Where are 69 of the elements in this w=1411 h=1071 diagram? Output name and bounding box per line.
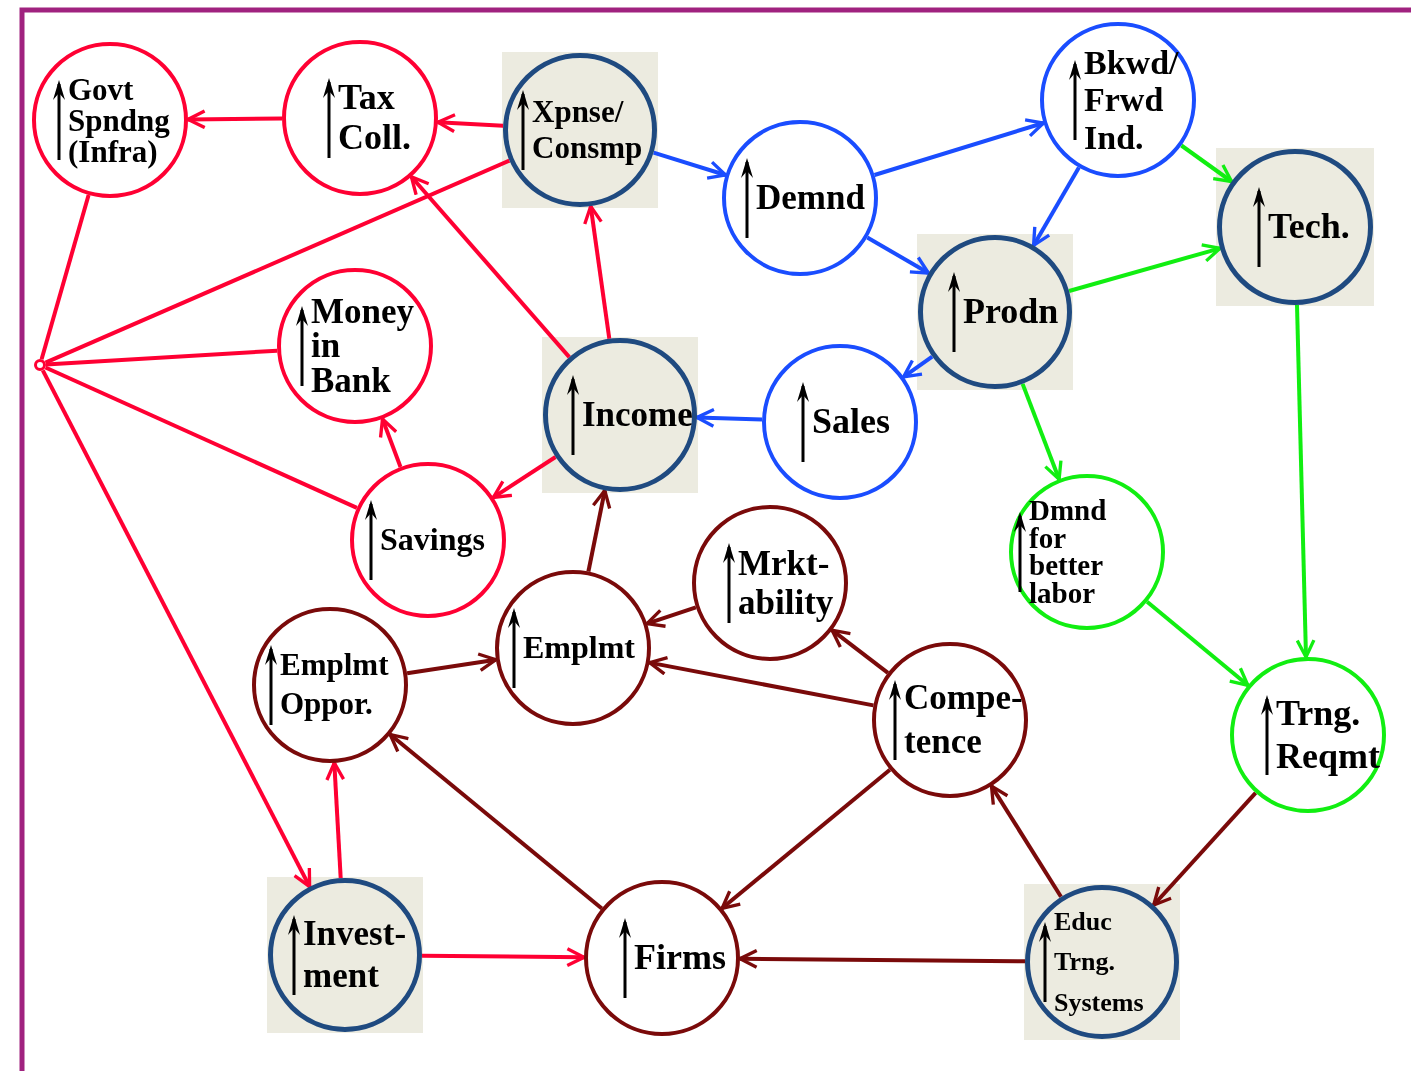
arrow: [1068, 243, 1222, 293]
node-label: Emplmt Oppor.: [280, 646, 389, 723]
node-label: Tech.: [1268, 207, 1350, 247]
node-label: Firms: [634, 938, 726, 978]
node-label: Dmnd for better labor: [1029, 496, 1107, 608]
node-circle: [872, 642, 1028, 798]
arrow: [388, 732, 604, 911]
arrow: [186, 109, 283, 130]
node-circle: [350, 462, 506, 618]
node-label: Emplmt: [523, 630, 635, 666]
node-circle: [722, 120, 878, 276]
node-label: Xpnse/ Consmp: [532, 94, 643, 166]
arrow: [41, 369, 312, 889]
node-label: Money in Bank: [311, 294, 415, 398]
node-label: Income: [582, 395, 693, 435]
arrow: [436, 113, 504, 134]
node-label: Bkwd/ Frwd Ind.: [1084, 43, 1179, 157]
node-label: Trng. Reqmt: [1276, 691, 1380, 778]
connector-line: [44, 158, 511, 365]
arrow: [830, 628, 890, 675]
arrow: [583, 204, 612, 339]
arrow: [1020, 383, 1063, 481]
arrow: [645, 605, 697, 628]
node-circle: [584, 880, 740, 1036]
arrow: [586, 488, 612, 572]
node-label: Demnd: [756, 178, 865, 218]
arrow: [491, 455, 557, 500]
node-label: Invest- ment: [303, 913, 407, 997]
connector-line: [45, 348, 278, 367]
node-label: Savings: [380, 522, 485, 558]
node-circle: [1230, 657, 1386, 813]
connector-line: [44, 365, 358, 510]
arrow: [695, 407, 763, 428]
node-circle: [252, 607, 408, 763]
arrow: [901, 354, 934, 379]
arrow: [720, 768, 892, 910]
node-label: Sales: [812, 402, 890, 442]
arrow: [738, 948, 1025, 969]
node-circle: [1040, 22, 1196, 178]
node-label: Compe- tence: [904, 677, 1023, 763]
arrow: [1180, 143, 1234, 184]
arrow: [1145, 600, 1250, 687]
circle-junction: [34, 359, 46, 371]
arrow: [866, 235, 931, 275]
node-label: Mrkt- ability: [738, 544, 834, 622]
arrow: [378, 417, 403, 468]
node-label: Tax Coll.: [338, 78, 411, 158]
node-circle: [32, 42, 188, 198]
arrow: [1031, 166, 1081, 248]
connector-line: [39, 194, 91, 360]
node-circle: [692, 505, 848, 661]
node-circle: [1009, 474, 1165, 630]
arrow: [647, 655, 874, 708]
arrow: [1152, 791, 1258, 907]
node-circle: [277, 268, 433, 424]
arrow: [873, 118, 1046, 177]
node-label: Educ Trng. Systems: [1054, 905, 1144, 1019]
arrow: [989, 784, 1063, 898]
node-circle: [762, 344, 918, 500]
arrow: [409, 175, 571, 359]
node-circle: [282, 40, 438, 196]
node-label: Govt Spndng (Infra): [68, 73, 170, 167]
arrow: [325, 761, 346, 879]
arrow: [421, 947, 586, 968]
arrow: [653, 150, 728, 180]
arrow: [406, 652, 498, 676]
node-circle: [495, 570, 651, 726]
node-label: Prodn: [963, 292, 1059, 332]
arrow: [1295, 304, 1316, 659]
